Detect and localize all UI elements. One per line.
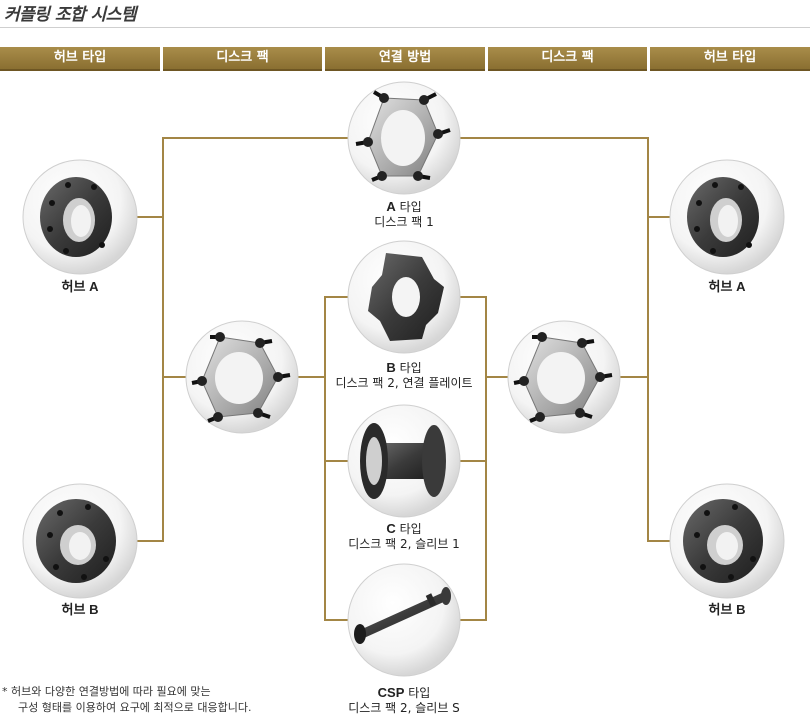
title-divider [0, 27, 810, 28]
footnote-line-1: * 허브와 다양한 연결방법에 따라 필요에 맞는 [2, 685, 211, 698]
footnote-line-2: 구성 형태를 이용하여 요구에 최적으로 대응합니다. [18, 701, 252, 714]
line-left-hubs [136, 137, 348, 218]
line-right-connections [460, 296, 487, 621]
hub-a-left-image [22, 159, 138, 275]
line-left-connections [297, 296, 348, 621]
connection-c-suffix: 타입 [399, 522, 422, 536]
column-header-bar: 허브 타입 디스크 팩 연결 방법 디스크 팩 허브 타입 [0, 47, 810, 71]
hub-b-right-image [669, 483, 785, 599]
connection-c-image [347, 404, 461, 518]
connection-csp-desc: 디스크 팩 2, 슬리브 S [348, 701, 460, 715]
line-right-pack-out [619, 217, 672, 542]
header-disc-pack-left: 디스크 팩 [163, 47, 322, 71]
disc-pack-right-image [507, 320, 621, 434]
connection-a-label: A 타입 디스크 팩 1 [324, 199, 484, 230]
line-left-hub-b [136, 217, 164, 542]
connection-csp-image [347, 563, 461, 677]
header-hub-type-right: 허브 타입 [650, 47, 810, 71]
connection-b-suffix: 타입 [399, 361, 422, 375]
hub-b-left-image [22, 483, 138, 599]
connection-a-image [347, 81, 461, 195]
page-title: 커플링 조합 시스템 [4, 5, 136, 25]
header-hub-type-left: 허브 타입 [0, 47, 160, 71]
hub-b-left-label: 허브 B [61, 602, 99, 617]
connection-b-label: B 타입 디스크 팩 2, 연결 플레이트 [304, 360, 504, 391]
connection-csp-type: CSP [377, 685, 405, 700]
disc-pack-left-image [185, 320, 299, 434]
hub-a-right-label: 허브 A [708, 279, 746, 294]
footnote: * 허브와 다양한 연결방법에 따라 필요에 맞는 구성 형태를 이용하여 요구… [2, 684, 252, 716]
connection-a-type: A [386, 199, 396, 214]
line-right-top [460, 137, 672, 218]
connection-a-suffix: 타입 [399, 200, 422, 214]
connection-b-image [347, 240, 461, 354]
connection-b-type: B [386, 360, 396, 375]
hub-a-right-image [669, 159, 785, 275]
connection-a-desc: 디스크 팩 1 [374, 215, 434, 229]
connection-c-desc: 디스크 팩 2, 슬리브 1 [348, 537, 460, 551]
connector-lines [136, 137, 672, 621]
header-connection-method: 연결 방법 [325, 47, 485, 71]
hub-b-right-label: 허브 B [708, 602, 746, 617]
hub-a-left-label: 허브 A [61, 279, 99, 294]
header-disc-pack-right: 디스크 팩 [488, 47, 647, 71]
connection-c-label: C 타입 디스크 팩 2, 슬리브 1 [304, 521, 504, 552]
connection-csp-suffix: 타입 [408, 686, 431, 700]
connection-csp-label: CSP 타입 디스크 팩 2, 슬리브 S [304, 685, 504, 716]
connection-c-type: C [386, 521, 396, 536]
connection-b-desc: 디스크 팩 2, 연결 플레이트 [335, 376, 473, 390]
